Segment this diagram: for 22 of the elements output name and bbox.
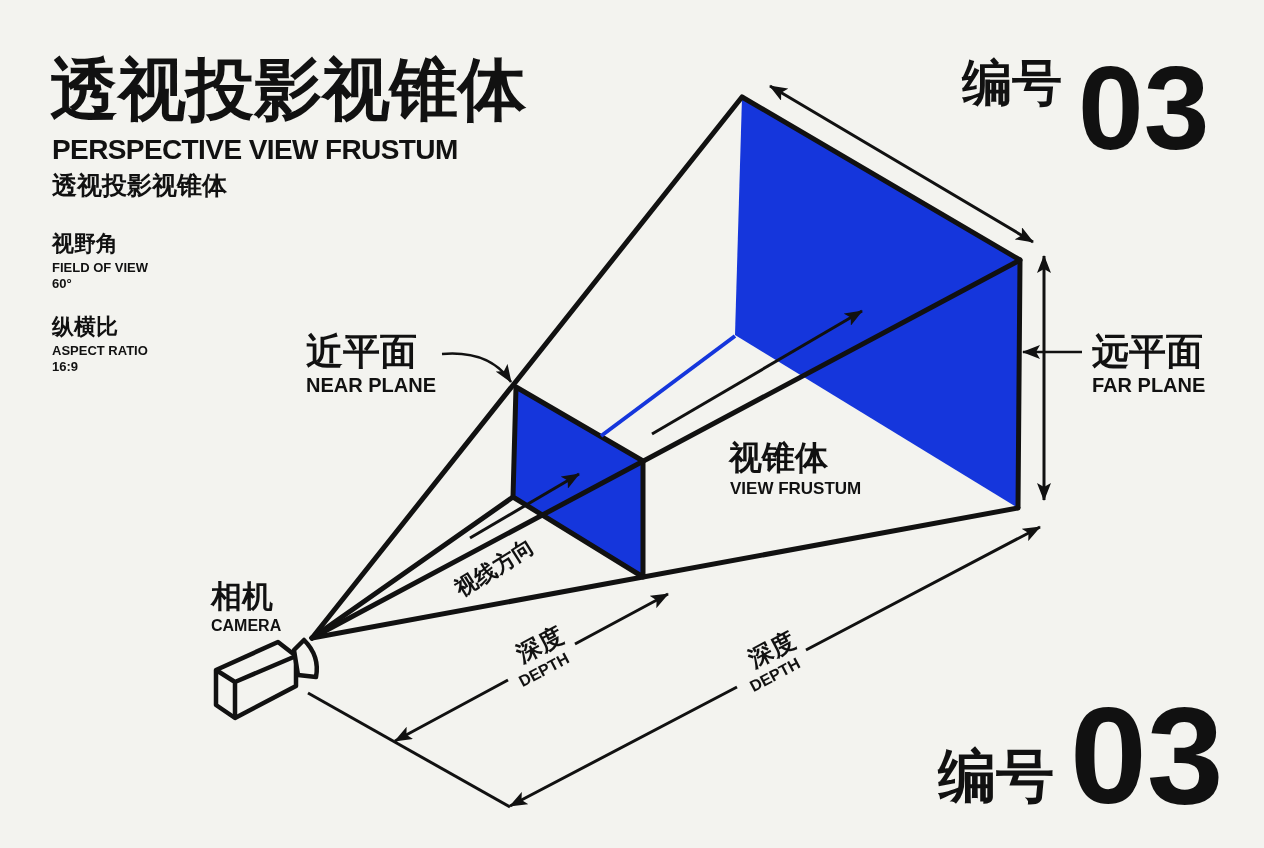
- number-prefix: 编号: [938, 744, 1054, 808]
- spec-heading: 视野角: [52, 232, 118, 257]
- callout-label: 远平面 FAR PLANE: [1092, 332, 1206, 397]
- number-prefix: 编号: [962, 56, 1062, 111]
- direction-label: 视线方向: [451, 534, 539, 602]
- spec-value: 60°: [52, 277, 72, 292]
- region-label: 视锥体: [729, 440, 828, 477]
- subtitle: PERSPECTIVE VIEW FRUSTUM: [52, 135, 458, 166]
- title: 透视投影视锥体: [50, 52, 526, 127]
- spec-label: ASPECT RATIO: [52, 344, 148, 359]
- camera-label: CAMERA: [211, 617, 282, 635]
- spec-label: FIELD OF VIEW: [52, 261, 149, 276]
- figure-number: 03: [1070, 680, 1224, 832]
- leader-line: [1022, 345, 1082, 359]
- region-label: VIEW FRUSTUM: [730, 480, 862, 499]
- figure-number: 03: [1078, 44, 1210, 174]
- subtitle: 透视投影视锥体: [52, 172, 227, 200]
- camera-label: 相机: [211, 580, 273, 615]
- callout-label: 近平面 NEAR PLANE: [306, 332, 436, 397]
- spec-value: 16:9: [52, 360, 79, 375]
- spec-heading: 纵横比: [52, 315, 118, 340]
- leader-line: [441, 352, 512, 383]
